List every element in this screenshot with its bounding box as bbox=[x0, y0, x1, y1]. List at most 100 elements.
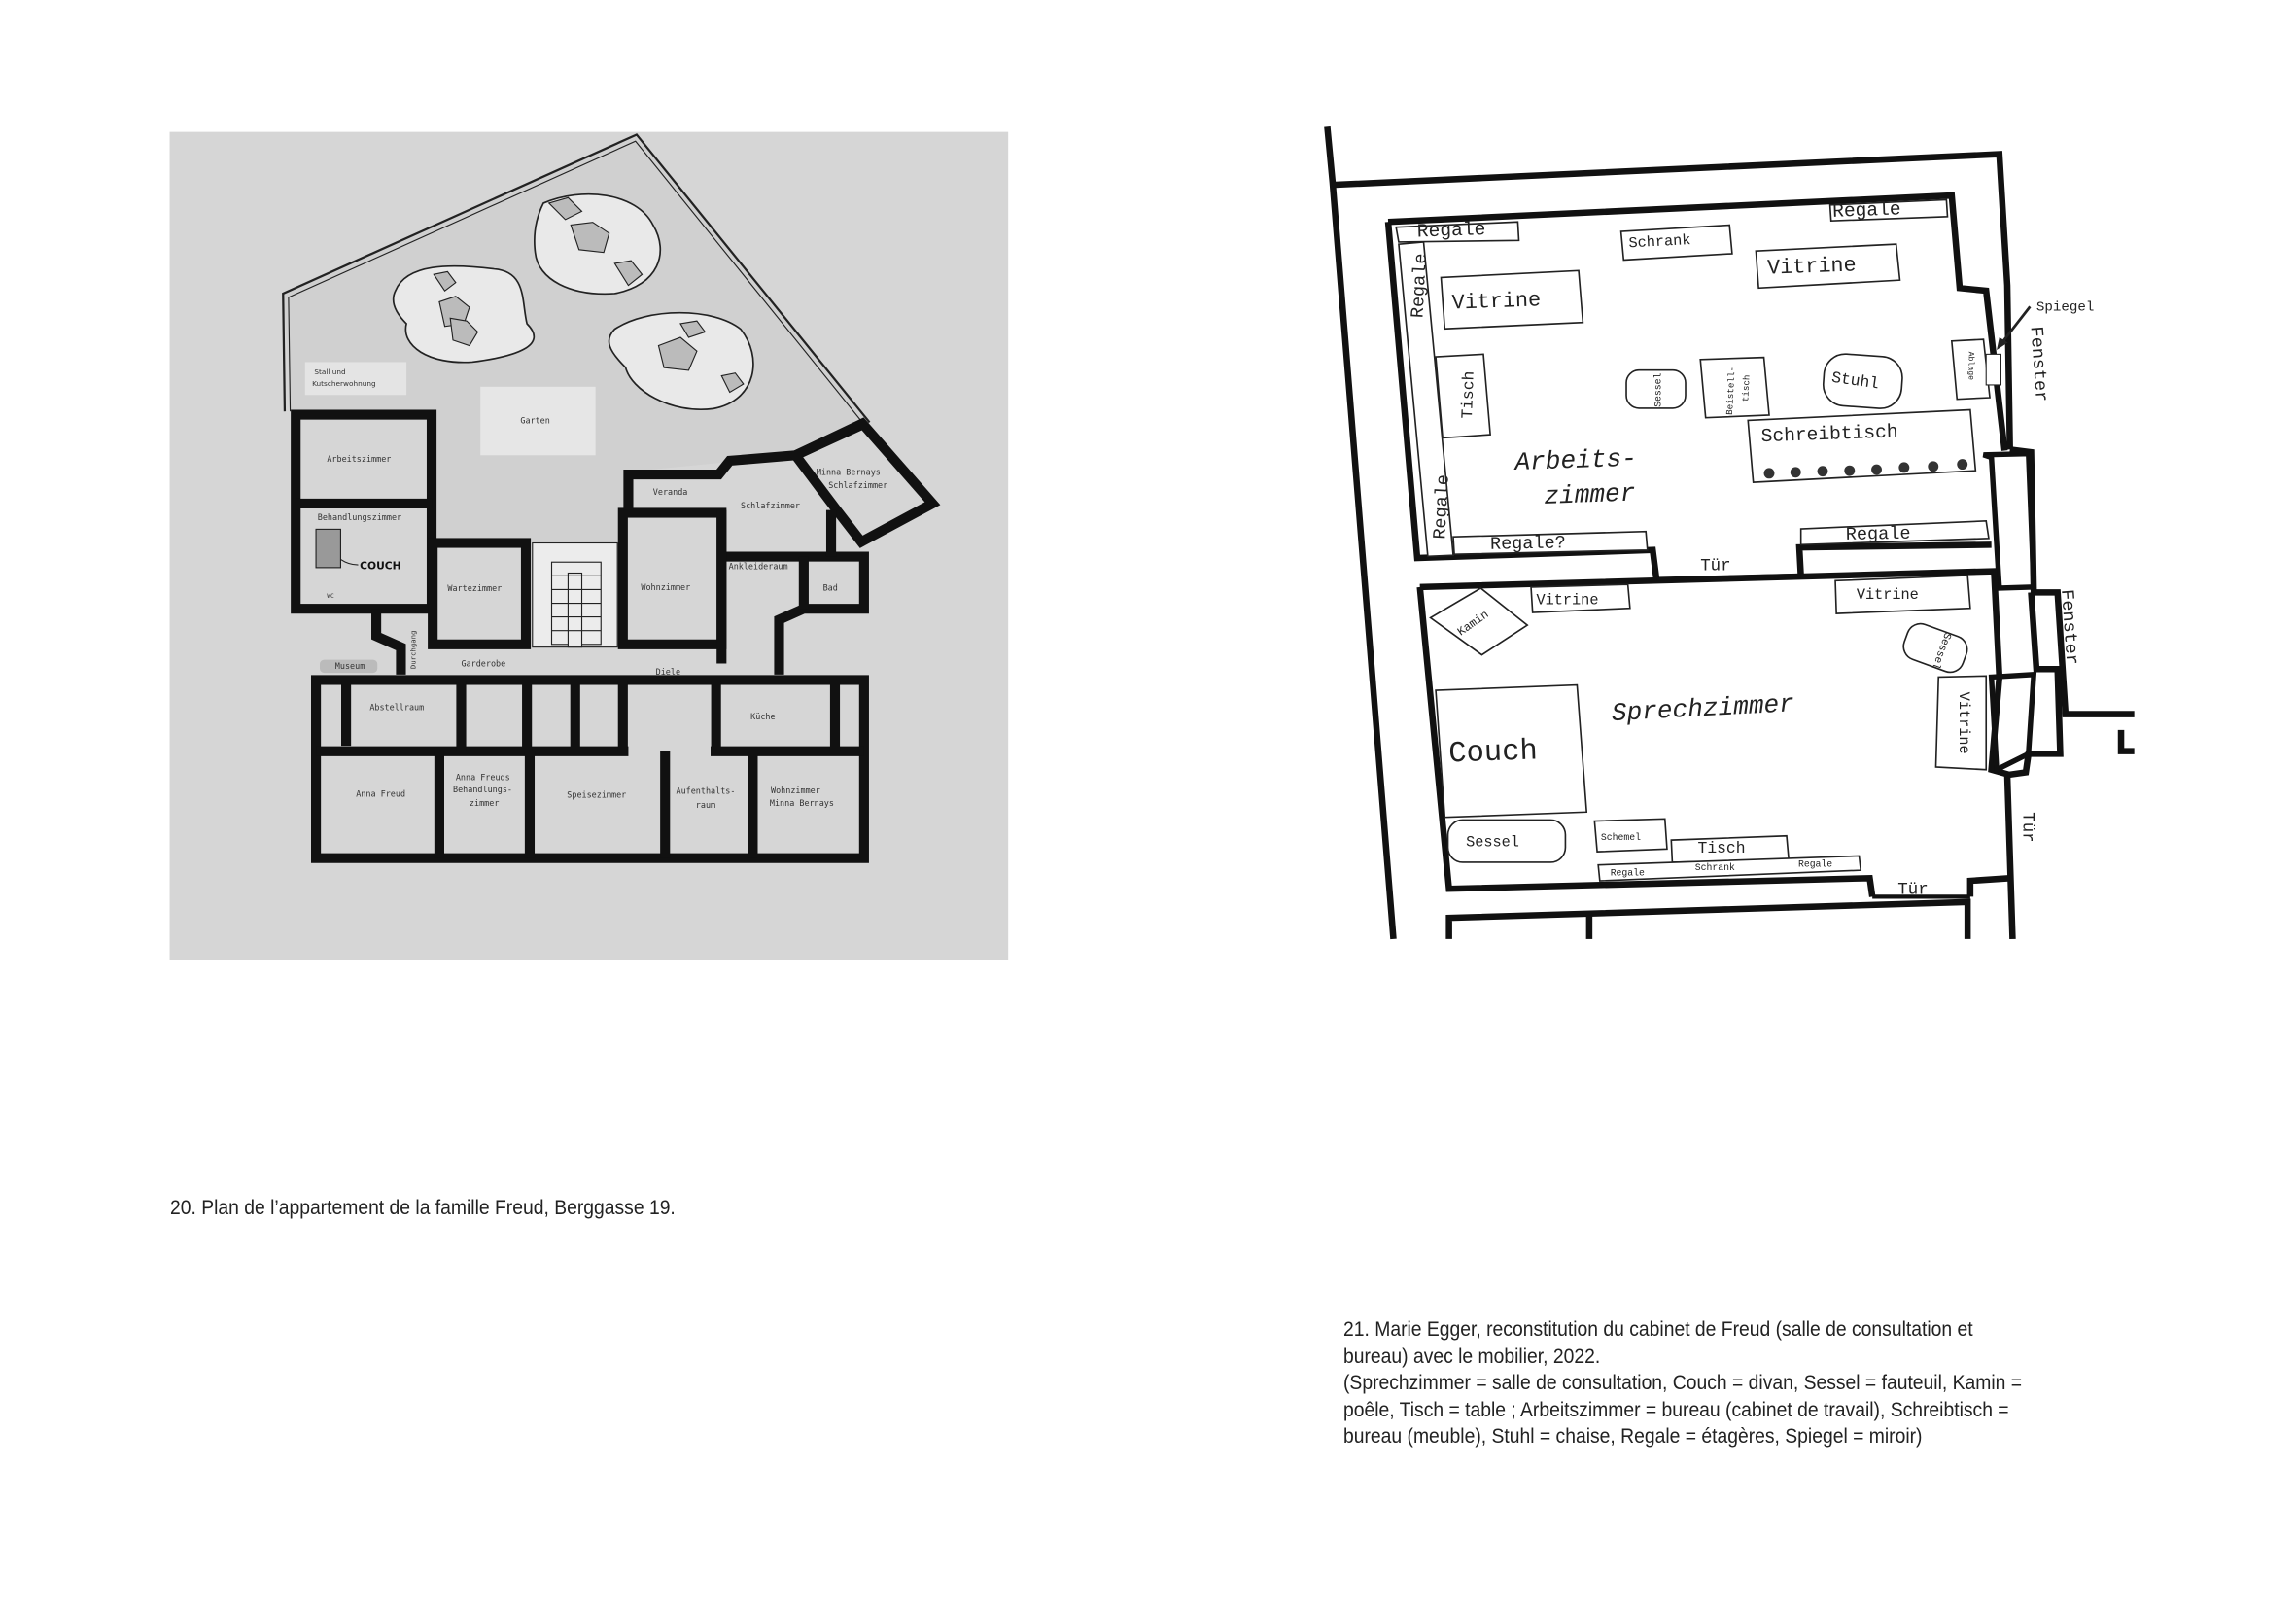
label-schemel: Schemel bbox=[1601, 832, 1641, 843]
label-schlafzimmer: Schlafzimmer bbox=[741, 501, 800, 510]
label-minna-bernays-2: Minna Bernays bbox=[770, 798, 834, 808]
stuhl bbox=[1822, 353, 1903, 409]
schemel bbox=[1593, 818, 1668, 853]
label-behandlungs: Behandlungs- bbox=[453, 785, 512, 794]
label-zimmer: zimmer bbox=[470, 798, 499, 808]
label-regale: Regale bbox=[1798, 858, 1832, 869]
label-vitrine: Vitrine bbox=[1955, 692, 1972, 754]
label-minna-bernays: Minna Bernays bbox=[817, 468, 881, 477]
label-regale-q: Regale? bbox=[1490, 533, 1566, 554]
label-couch: COUCH bbox=[360, 560, 400, 573]
vitrine-s-left bbox=[1530, 583, 1631, 613]
label-tuer: Tür bbox=[1897, 881, 1928, 900]
label-ankleideraum: Ankleideraum bbox=[729, 562, 788, 572]
minna-schlafzimmer-room bbox=[787, 417, 941, 548]
label-tisch: tisch bbox=[1740, 374, 1752, 402]
staircase bbox=[532, 541, 618, 648]
garden-area bbox=[480, 386, 596, 456]
label-vitrine: Vitrine bbox=[1767, 253, 1857, 280]
vitrine-s-right bbox=[1834, 575, 1971, 614]
label-schrank: Schrank bbox=[1628, 231, 1691, 252]
label-spiegel: Spiegel bbox=[2036, 300, 2094, 316]
regale-schrank-bottom bbox=[1597, 855, 1862, 882]
walls bbox=[1324, 125, 2135, 940]
label-sessel: Sessel bbox=[1466, 834, 1519, 852]
label-tuer: Tür bbox=[1700, 556, 1730, 576]
schreibtisch bbox=[1747, 408, 1977, 483]
apartment-plan-drawing: Stall und Kutscherwohnung Garten Arbeits… bbox=[169, 131, 1009, 960]
label-durchgang: Durchgang bbox=[409, 631, 418, 670]
schrank-top bbox=[1619, 224, 1733, 262]
vitrine-right bbox=[1755, 243, 1901, 290]
label-museum: Museum bbox=[335, 661, 365, 671]
label-arbeitszimmer: Arbeitszimmer bbox=[327, 454, 391, 464]
caption-line: bureau (meuble), Stuhl = chaise, Regale … bbox=[1343, 1425, 1923, 1448]
figure-21-cabinet-reconstruction: Regale Regale Schrank Vitrine Vitrine Re… bbox=[1322, 125, 2139, 1312]
regale-top-right bbox=[1828, 198, 1949, 223]
label-wartezimmer: Wartezimmer bbox=[447, 583, 502, 593]
regale-top-left bbox=[1395, 221, 1520, 243]
label-regale: Regale bbox=[1846, 524, 1911, 545]
kamin bbox=[1429, 587, 1529, 656]
label-garderobe: Garderobe bbox=[461, 658, 505, 668]
label-stall: Stall und bbox=[314, 367, 345, 376]
label-anna-freud: Anna Freud bbox=[356, 789, 405, 799]
label-zimmer: zimmer bbox=[1544, 479, 1636, 511]
caption-line: (Sprechzimmer = salle de consultation, C… bbox=[1343, 1372, 2023, 1394]
wartezimmer-room bbox=[428, 538, 532, 649]
label-vitrine: Vitrine bbox=[1857, 586, 1919, 604]
figure-21-caption: 21. Marie Egger, reconstitution du cabin… bbox=[1343, 1316, 2138, 1450]
regale-q bbox=[1452, 530, 1649, 555]
label-fenster: Fenster bbox=[2026, 326, 2051, 402]
caption-line: poêle, Tisch = table ; Arbeitszimmer = b… bbox=[1343, 1398, 2009, 1421]
label-regale: Regale bbox=[1832, 198, 1901, 222]
label-tisch: Tisch bbox=[1698, 839, 1746, 857]
vitrine-side bbox=[1934, 675, 1988, 771]
label-kutscherwohnung: Kutscherwohnung bbox=[312, 379, 376, 388]
label-regale: Regale bbox=[1430, 474, 1453, 541]
cabinet-plan-drawing: Regale Regale Schrank Vitrine Vitrine Re… bbox=[1324, 125, 2135, 940]
figure-20-apartment-plan: Stall und Kutscherwohnung Garten Arbeits… bbox=[165, 126, 1011, 1196]
regale-bottom-right bbox=[1799, 520, 1990, 546]
label-wohnzimmer: Wohnzimmer bbox=[641, 582, 690, 592]
caption-line: 21. Marie Egger, reconstitution du cabin… bbox=[1343, 1318, 1973, 1341]
caption-line: bureau) avec le mobilier, 2022. bbox=[1343, 1345, 1601, 1368]
label-regale: Regale bbox=[1408, 253, 1431, 319]
label-schreibtisch: Schreibtisch bbox=[1760, 421, 1898, 447]
label-speisezimmer: Speisezimmer bbox=[567, 790, 626, 800]
label-wohnzimmer-minna: Wohnzimmer bbox=[771, 786, 820, 795]
label-kueche: Küche bbox=[750, 712, 775, 721]
label-behandlungszimmer: Behandlungszimmer bbox=[318, 512, 401, 522]
arbeitszimmer-room bbox=[291, 409, 437, 614]
sessel-small bbox=[1625, 368, 1687, 409]
label-minna-schlafzimmer: Schlafzimmer bbox=[828, 480, 887, 490]
ablage bbox=[1950, 338, 1991, 401]
label-vitrine: Vitrine bbox=[1536, 591, 1598, 609]
sessel-bottom bbox=[1446, 819, 1567, 863]
drawer-knobs bbox=[1763, 459, 1968, 479]
label-sessel: Sessel bbox=[1652, 372, 1663, 406]
label-ablage: Ablage bbox=[1966, 352, 1975, 380]
tisch-left bbox=[1435, 353, 1492, 439]
label-bad: Bad bbox=[823, 583, 838, 593]
label-sprechzimmer: Sprechzimmer bbox=[1611, 689, 1794, 728]
label-beistell: Beistell- bbox=[1724, 367, 1738, 415]
label-arbeitszimmer: Arbeits- bbox=[1513, 444, 1637, 477]
spiegel-arrow-icon bbox=[1999, 305, 2032, 346]
label-raum: raum bbox=[696, 800, 715, 810]
label-regale: Regale bbox=[1416, 219, 1485, 242]
regale-left bbox=[1398, 241, 1454, 558]
couch-icon bbox=[315, 528, 342, 569]
label-regale: Regale bbox=[1611, 868, 1645, 879]
label-garten: Garten bbox=[520, 416, 549, 426]
figure-20-caption: 20. Plan de l’appartement de la famille … bbox=[170, 1197, 676, 1219]
garden-wall bbox=[282, 133, 871, 424]
label-abstellraum: Abstellraum bbox=[369, 702, 424, 712]
vitrine-left bbox=[1440, 269, 1584, 331]
front-block bbox=[310, 675, 869, 863]
label-wc: WC bbox=[327, 593, 334, 600]
label-veranda: Veranda bbox=[653, 487, 688, 497]
spiegel bbox=[1985, 353, 2002, 386]
label-aufenthalts: Aufenthalts- bbox=[676, 786, 735, 796]
sessel-right bbox=[1902, 622, 1968, 674]
